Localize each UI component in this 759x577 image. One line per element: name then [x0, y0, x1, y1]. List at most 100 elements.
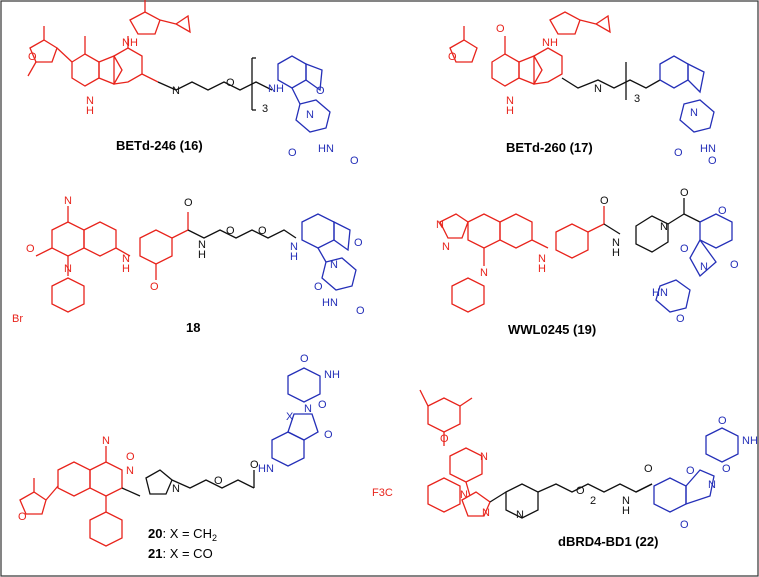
structure-20-21 — [19, 367, 321, 547]
svg-text:O: O — [676, 313, 685, 325]
structure-18 — [35, 206, 357, 313]
svg-text:N: N — [442, 241, 450, 253]
svg-text:O: O — [258, 225, 267, 237]
svg-text:O: O — [214, 475, 223, 487]
svg-text:O: O — [496, 23, 505, 35]
svg-text:F3C: F3C — [372, 487, 393, 499]
svg-text:NH: NH — [542, 37, 558, 49]
label-betd-260: BETd-260 (17) — [506, 140, 593, 155]
svg-text:N: N — [460, 489, 468, 501]
svg-text:O: O — [680, 187, 689, 199]
structure-wwl0245 — [439, 198, 733, 313]
svg-text:NH: NH — [268, 83, 284, 95]
svg-text:N: N — [64, 195, 72, 207]
svg-text:N: N — [330, 259, 338, 271]
svg-text:O: O — [644, 463, 653, 475]
svg-text:N: N — [516, 509, 524, 521]
svg-text:N: N — [86, 95, 94, 107]
svg-text:O: O — [686, 465, 695, 477]
svg-text:O: O — [718, 415, 727, 427]
svg-text:HN: HN — [318, 143, 334, 155]
svg-text:O: O — [324, 429, 333, 441]
svg-text:N: N — [122, 253, 130, 265]
svg-text:N: N — [690, 107, 698, 119]
svg-text:O: O — [680, 243, 689, 255]
svg-text:HN: HN — [258, 463, 274, 475]
label-18: 18 — [186, 320, 200, 335]
svg-text:H: H — [538, 263, 546, 275]
svg-text:O: O — [250, 459, 259, 471]
svg-text:O: O — [28, 51, 37, 63]
svg-text:X: X — [286, 411, 294, 423]
svg-text:O: O — [600, 195, 609, 207]
svg-text:H: H — [506, 105, 514, 117]
svg-text:O: O — [730, 259, 739, 271]
svg-text:N: N — [660, 221, 668, 233]
svg-text:N: N — [172, 85, 180, 97]
svg-text:O: O — [448, 51, 457, 63]
svg-text:O: O — [226, 225, 235, 237]
structure-betd-260 — [449, 11, 715, 133]
svg-text:N: N — [198, 239, 206, 251]
svg-text:H: H — [290, 251, 298, 263]
svg-text:N: N — [480, 267, 488, 279]
svg-text:O: O — [226, 77, 235, 89]
svg-text:HN: HN — [322, 297, 338, 309]
svg-text:O: O — [718, 205, 727, 217]
svg-text:N: N — [594, 83, 602, 95]
svg-text:O: O — [150, 281, 159, 293]
structure-betd-246 — [27, 0, 331, 133]
svg-text:N: N — [700, 261, 708, 273]
svg-text:HN: HN — [652, 287, 668, 299]
svg-text:O: O — [314, 281, 323, 293]
svg-text:O: O — [680, 519, 689, 531]
svg-text:O: O — [126, 451, 135, 463]
svg-text:H: H — [122, 263, 130, 275]
svg-text:O: O — [354, 237, 363, 249]
svg-text:NH: NH — [742, 435, 758, 447]
svg-text:2: 2 — [590, 495, 596, 507]
svg-text:H: H — [612, 247, 620, 259]
svg-text:N: N — [482, 507, 490, 519]
label-compound-20: 20: X = CH2 — [148, 526, 217, 543]
svg-text:O: O — [356, 305, 365, 317]
svg-text:O: O — [350, 155, 359, 167]
svg-text:H: H — [198, 249, 206, 261]
svg-text:HN: HN — [700, 143, 716, 155]
svg-text:N: N — [622, 495, 630, 507]
svg-text:3: 3 — [634, 93, 640, 105]
svg-text:NH: NH — [324, 369, 340, 381]
svg-text:N: N — [290, 241, 298, 253]
label-wwl0245: WWL0245 (19) — [508, 322, 596, 337]
svg-text:O: O — [26, 243, 35, 255]
svg-text:O: O — [674, 147, 683, 159]
svg-text:NH: NH — [122, 37, 138, 49]
svg-text:O: O — [318, 399, 327, 411]
structure-dbrd4-bd1 — [419, 389, 739, 519]
label-compound-21: 21: X = CO — [148, 546, 213, 561]
svg-text:3: 3 — [262, 103, 268, 115]
svg-text:N: N — [102, 435, 110, 447]
svg-text:O: O — [576, 485, 585, 497]
svg-text:N: N — [64, 263, 72, 275]
svg-text:Br: Br — [12, 313, 23, 325]
svg-text:H: H — [86, 105, 94, 117]
svg-text:H: H — [622, 505, 630, 517]
svg-text:N: N — [172, 483, 180, 495]
svg-text:O: O — [722, 463, 731, 475]
svg-text:N: N — [304, 403, 312, 415]
svg-text:O: O — [440, 433, 449, 445]
svg-text:N: N — [480, 451, 488, 463]
label-betd-246: BETd-246 (16) — [116, 138, 203, 153]
svg-text:O: O — [184, 197, 193, 209]
svg-text:N: N — [708, 479, 716, 491]
label-dbrd4-bd1: dBRD4-BD1 (22) — [558, 534, 658, 549]
svg-text:N: N — [612, 237, 620, 249]
svg-text:O: O — [288, 147, 297, 159]
svg-text:N: N — [126, 465, 134, 477]
svg-text:N: N — [436, 219, 444, 231]
svg-text:N: N — [506, 95, 514, 107]
svg-text:O: O — [708, 155, 717, 167]
